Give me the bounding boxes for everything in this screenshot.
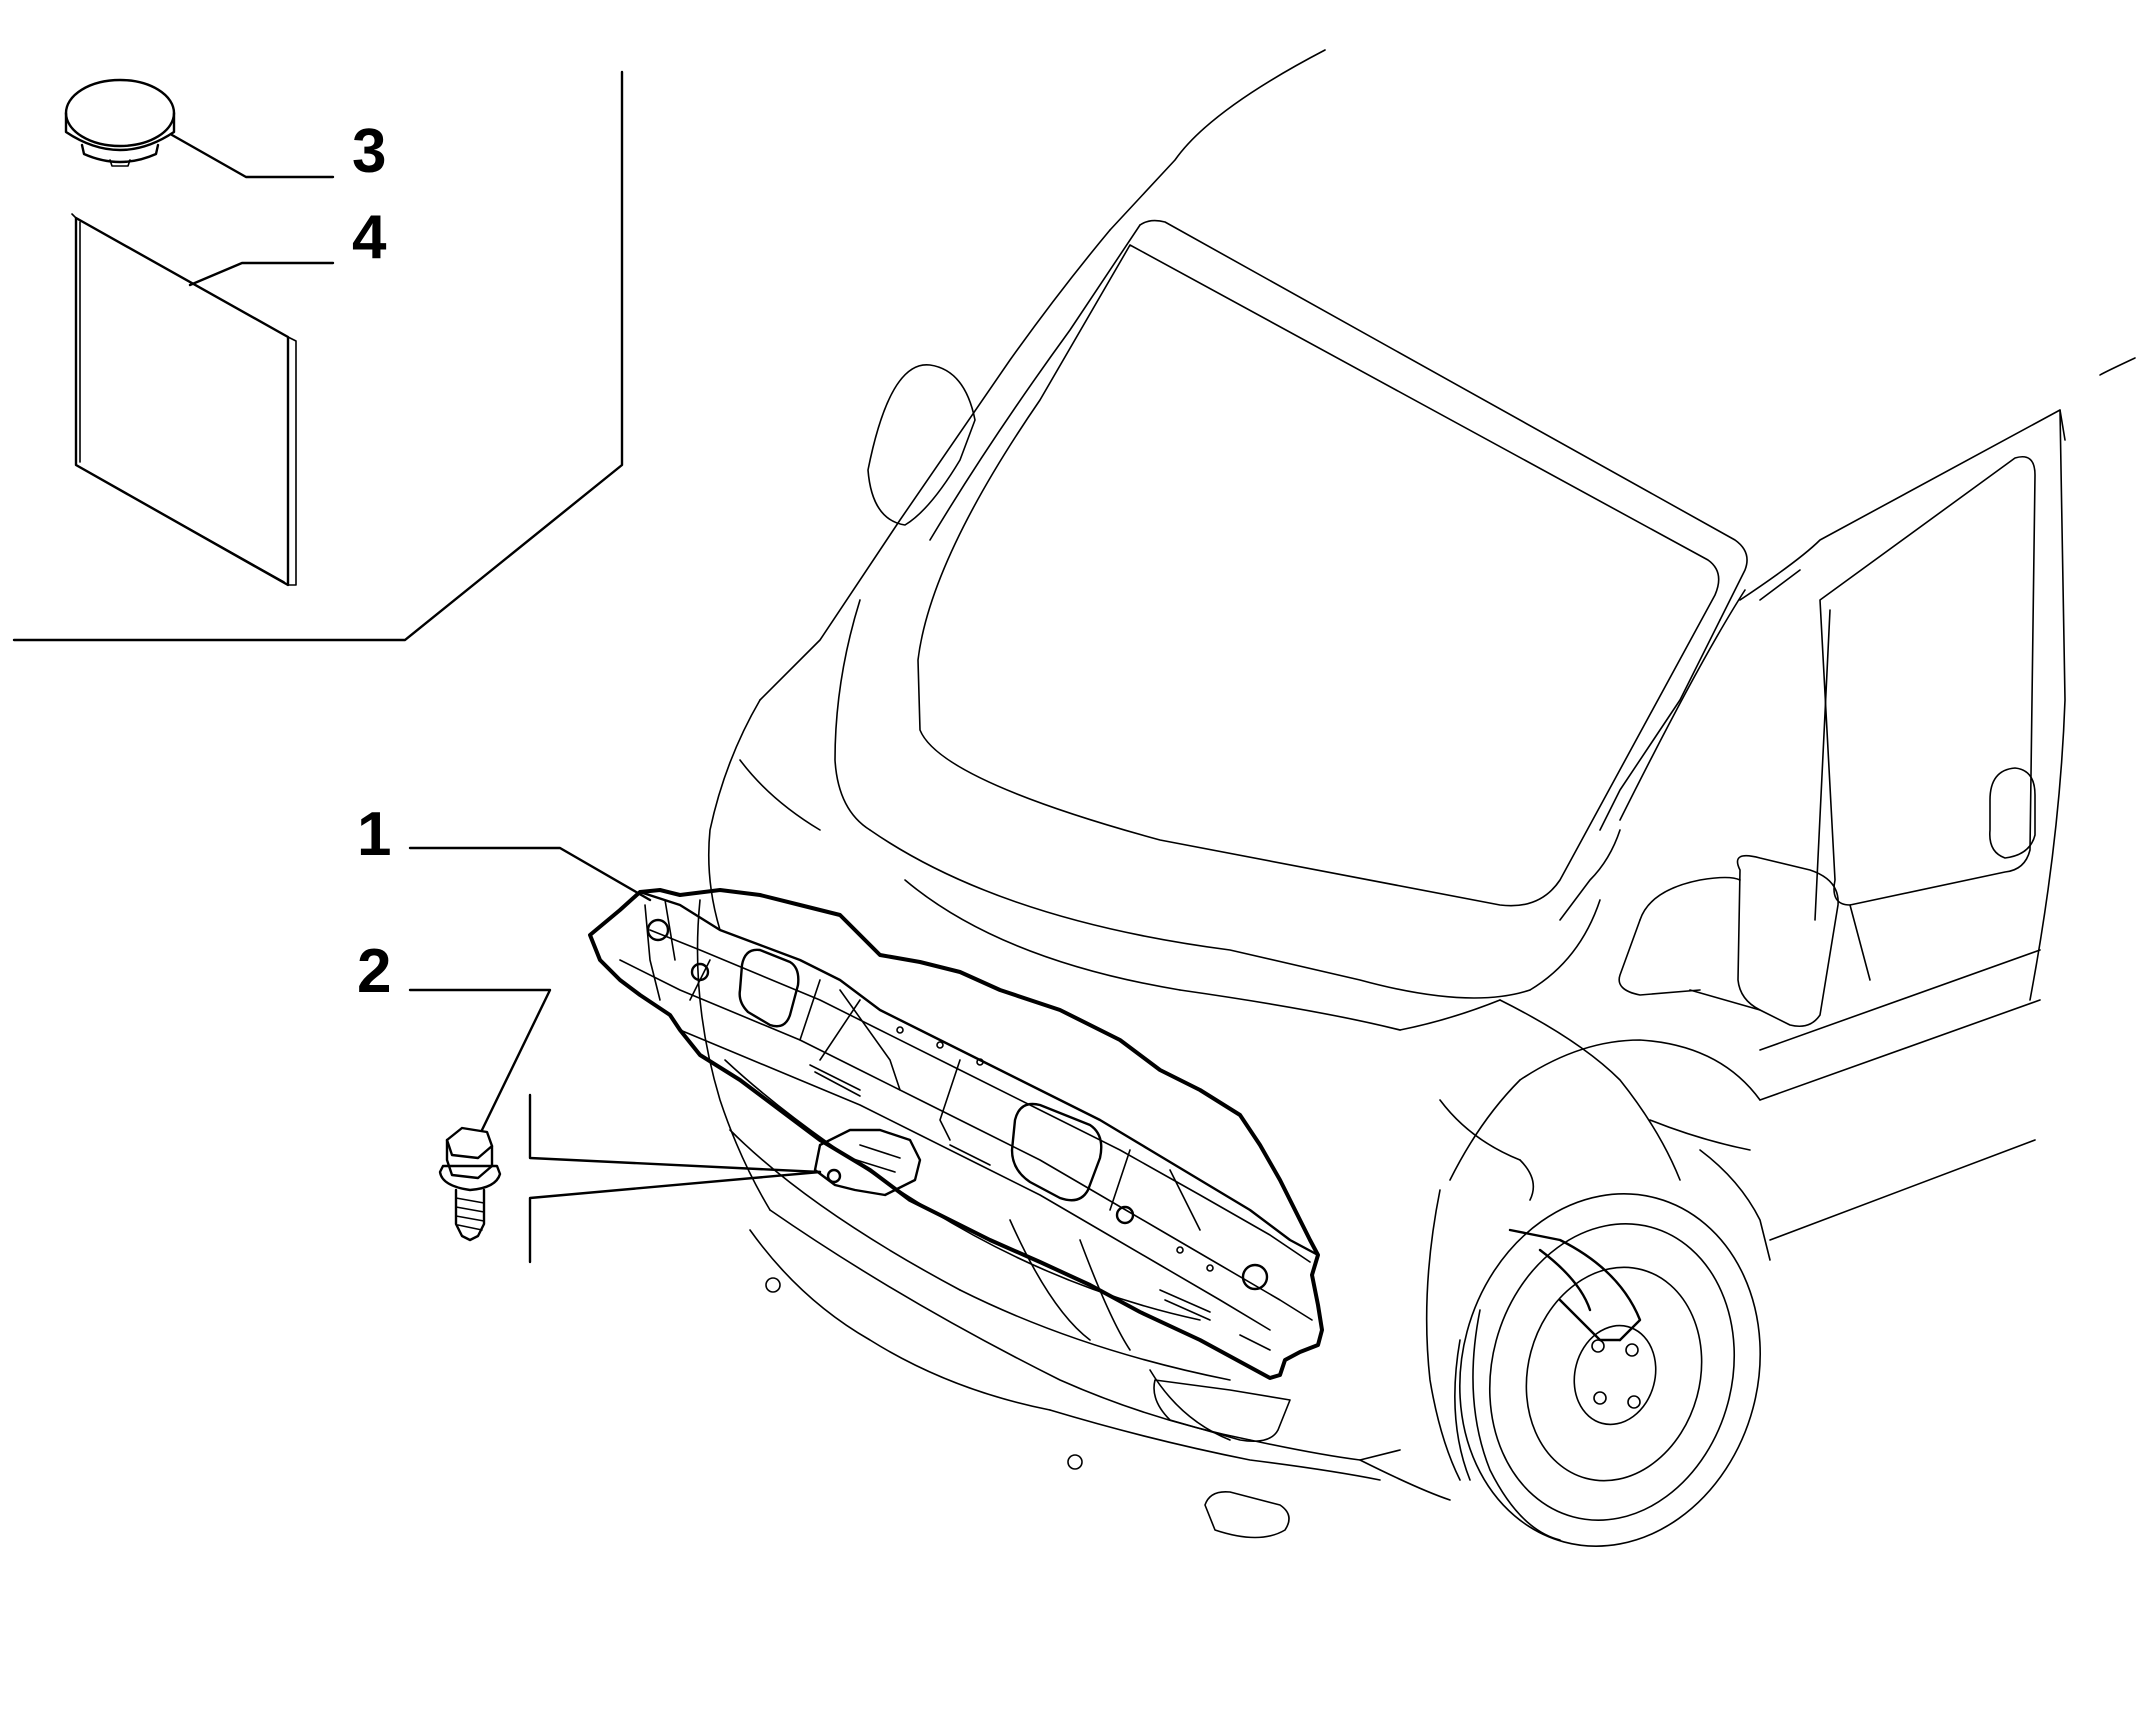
center-bracket — [813, 1128, 922, 1197]
screw-part-2 — [438, 1126, 502, 1242]
plug-part-3 — [64, 78, 176, 167]
bracket-leader — [528, 1093, 822, 1174]
cross-member-part-1 — [588, 888, 1324, 1380]
leader-line-2 — [408, 988, 552, 1132]
leader-line-3 — [170, 133, 335, 179]
callout-number-1: 1 — [357, 800, 391, 869]
pad-part-4 — [71, 213, 297, 587]
callout-leaders — [408, 846, 822, 1264]
leader-line-4 — [188, 261, 335, 287]
cross-member-outline — [588, 888, 1324, 1380]
inset-panel: 3 4 — [12, 70, 624, 642]
right-opening — [1010, 1102, 1103, 1202]
inset-frame — [12, 70, 624, 642]
left-opening — [738, 948, 800, 1028]
side-mirror — [1618, 854, 1839, 1028]
front-wheel — [1454, 1193, 1761, 1547]
callout-number-3: 3 — [352, 117, 386, 186]
leader-line-1 — [408, 846, 652, 902]
callout-number-2: 2 — [357, 937, 391, 1006]
van-outline — [696, 49, 2136, 1547]
callout-number-4: 4 — [352, 203, 387, 272]
